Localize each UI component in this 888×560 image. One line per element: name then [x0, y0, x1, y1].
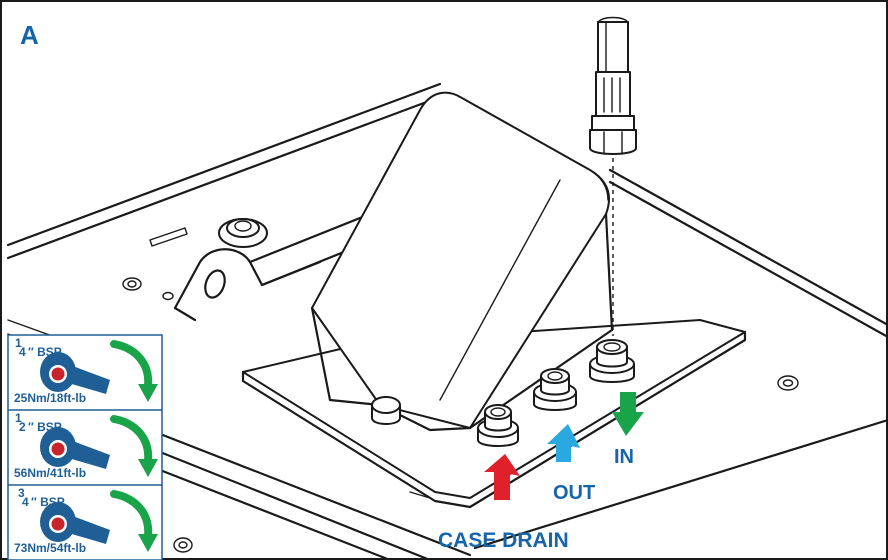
case-drain-arrow [484, 454, 520, 500]
torque-value: 56Nm/41ft-lb [14, 466, 86, 480]
tighten-arrow-icon [110, 340, 158, 402]
in-arrow [612, 392, 644, 436]
hydraulic-hose [589, 16, 637, 336]
panel-letter: A [20, 20, 39, 50]
fitting-out [533, 368, 577, 411]
torque-value: 25Nm/18ft-lb [14, 391, 86, 405]
wrench-icon [40, 427, 110, 469]
wrench-icon [40, 502, 110, 544]
nut-icon [51, 517, 65, 531]
tighten-arrow-icon [110, 415, 158, 477]
wrench-icon [40, 352, 110, 394]
fraction-denominator: 2 [19, 420, 26, 434]
torque-value: 73Nm/54ft-lb [14, 541, 86, 555]
torque-row: 3 4 ″ BSP 73Nm/54ft-lb [14, 486, 158, 555]
torque-row: 1 2 ″ BSP 56Nm/41ft-lb [14, 411, 158, 480]
fraction-numerator: 3 [18, 486, 25, 500]
fitting-in [589, 339, 635, 383]
out-arrow [547, 424, 580, 462]
fraction-numerator: 1 [15, 411, 22, 425]
out-port-label: OUT [553, 482, 595, 504]
nut-icon [51, 367, 65, 381]
fraction-numerator: 1 [15, 336, 22, 350]
in-port-label: IN [614, 446, 634, 468]
nut-icon [51, 442, 65, 456]
fraction-denominator: 4 [19, 345, 26, 359]
fitting-case-drain [477, 404, 519, 447]
torque-legend: 1 4 ″ BSP 25Nm/18ft-lb 1 2 ″ BSP [7, 334, 163, 560]
fraction-denominator: 4 [22, 495, 29, 509]
torque-row: 1 4 ″ BSP 25Nm/18ft-lb [14, 336, 158, 405]
tighten-arrow-icon [110, 490, 158, 552]
case-drain-label: CASE DRAIN [438, 529, 569, 552]
